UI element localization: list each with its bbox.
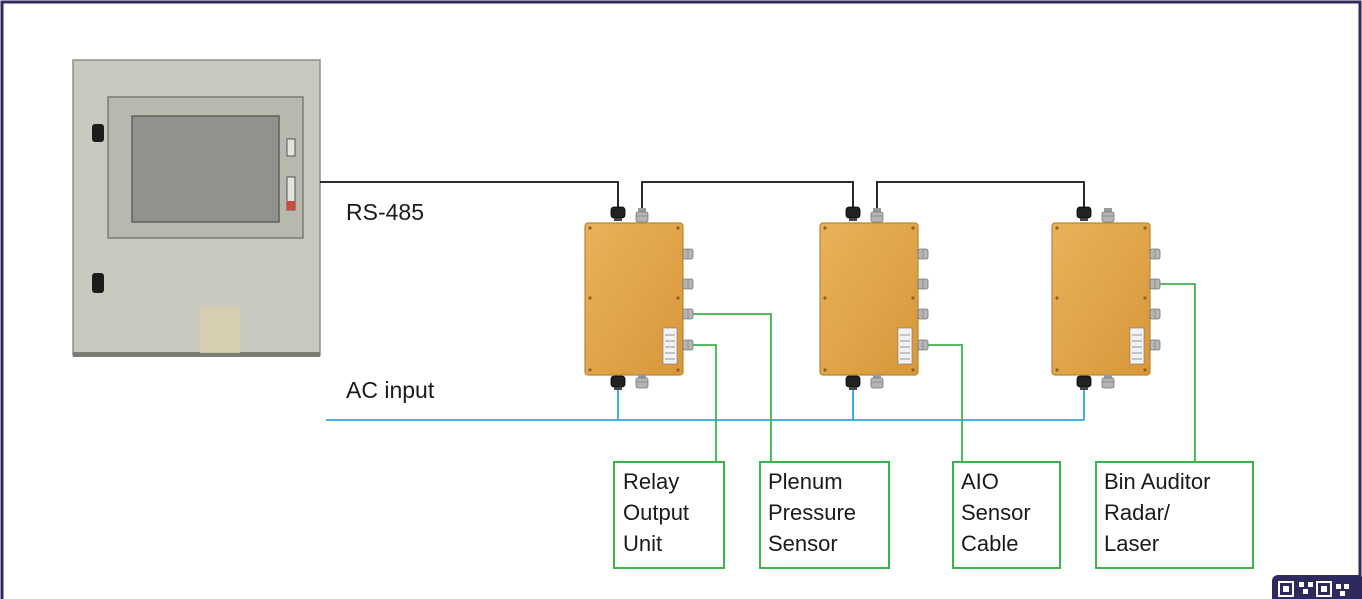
device-label-line: Unit bbox=[623, 531, 662, 556]
ac-input-line bbox=[326, 388, 1085, 421]
device-label-line: Sensor bbox=[961, 500, 1031, 525]
device-label-line: Plenum bbox=[768, 469, 843, 494]
device-box-plenum-pressure-sensor: Plenum Pressure Sensor bbox=[759, 461, 890, 569]
device-label-line: Relay bbox=[623, 469, 679, 494]
device-label-line: Cable bbox=[961, 531, 1018, 556]
junction-box-icon bbox=[819, 222, 919, 376]
junction-box-icon bbox=[1051, 222, 1151, 376]
device-box-bin-auditor-radar-laser: Bin Auditor Radar/ Laser bbox=[1095, 461, 1254, 569]
device-label-line: AIO bbox=[961, 469, 999, 494]
rs485-label: RS-485 bbox=[346, 199, 424, 225]
rs485-bus bbox=[320, 181, 1085, 210]
device-label-line: Laser bbox=[1104, 531, 1159, 556]
ac-input-label: AC input bbox=[346, 377, 435, 403]
control-panel-icon bbox=[72, 59, 321, 357]
device-label-line: Bin Auditor bbox=[1104, 469, 1210, 494]
device-label-line: Radar/ bbox=[1104, 500, 1171, 525]
qr-code-icon bbox=[1272, 575, 1362, 599]
junction-box-icon bbox=[584, 222, 684, 376]
device-box-relay-output-unit: Relay Output Unit bbox=[613, 461, 725, 569]
device-label-line: Sensor bbox=[768, 531, 838, 556]
device-box-aio-sensor-cable: AIO Sensor Cable bbox=[952, 461, 1061, 569]
device-label-line: Pressure bbox=[768, 500, 856, 525]
sensor-lines bbox=[693, 283, 1196, 462]
device-label-line: Output bbox=[623, 500, 689, 525]
